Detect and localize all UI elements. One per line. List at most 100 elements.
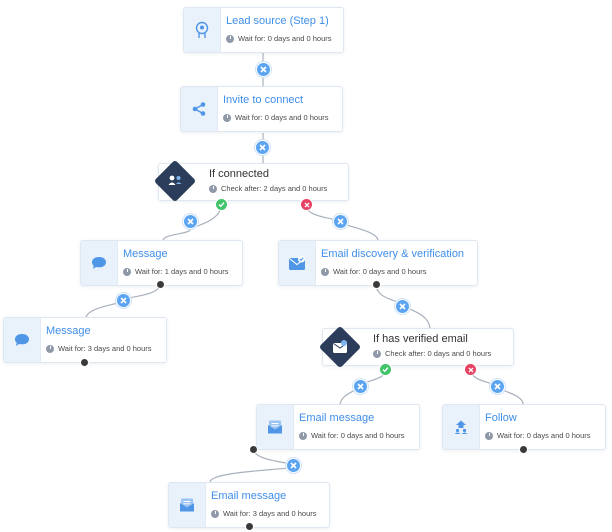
envelope-icon (268, 420, 282, 434)
check-icon (382, 367, 389, 373)
close-icon (399, 303, 406, 310)
close-icon (494, 383, 501, 390)
close-icon (260, 66, 267, 73)
step-email-message[interactable]: Email message Wait for: 0 days and 0 hou… (256, 404, 420, 450)
clock-icon (223, 113, 231, 122)
clock-icon (211, 509, 219, 518)
step-wait-text: Wait for: 3 days and 0 hours (223, 509, 317, 518)
condition-check: Check after: 2 days and 0 hours (209, 184, 327, 193)
step-title: Lead source (Step 1) (226, 15, 329, 27)
step-title: Message (46, 325, 91, 337)
remove-connection-button[interactable] (183, 214, 198, 229)
clock-icon (46, 344, 54, 353)
envelope-icon (180, 498, 194, 512)
step-title: Email discovery & verification (321, 248, 465, 260)
step-icon-box (257, 405, 294, 449)
chat-bubble-icon (15, 334, 29, 346)
chat-bubble-icon (92, 257, 106, 269)
output-connector-dot[interactable] (80, 358, 89, 367)
remove-connection-button[interactable] (490, 379, 505, 394)
check-icon (218, 202, 225, 208)
condition-title: If has verified email (373, 333, 468, 345)
output-connector-dot[interactable] (372, 280, 381, 289)
close-icon (120, 297, 127, 304)
step-icon-box (181, 87, 218, 131)
step-icon-box (184, 8, 221, 52)
clock-icon (373, 349, 381, 358)
remove-connection-button[interactable] (255, 140, 270, 155)
step-wait-text: Wait for: 3 days and 0 hours (58, 344, 152, 353)
step-wait-text: Wait for: 1 days and 0 hours (135, 267, 229, 276)
close-icon (304, 202, 309, 207)
close-icon (468, 367, 473, 372)
remove-connection-button[interactable] (353, 379, 368, 394)
clock-icon (209, 184, 217, 193)
condition-no-badge (300, 198, 313, 211)
close-icon (187, 218, 194, 225)
step-wait-text: Wait for: 0 days and 0 hours (333, 267, 427, 276)
close-icon (357, 383, 364, 390)
lead-source-icon (195, 21, 209, 38)
email-verify-icon (289, 255, 305, 270)
clock-icon (299, 431, 307, 440)
remove-connection-button[interactable] (256, 62, 271, 77)
step-wait: Wait for: 3 days and 0 hours (46, 344, 152, 353)
step-message[interactable]: Message Wait for: 1 days and 0 hours (80, 240, 243, 286)
step-follow[interactable]: Follow Wait for: 0 days and 0 hours (442, 404, 606, 450)
condition-check-text: Check after: 2 days and 0 hours (221, 184, 328, 193)
remove-connection-button[interactable] (395, 299, 410, 314)
clock-icon (123, 267, 131, 276)
step-title: Follow (485, 412, 517, 424)
step-title: Message (123, 248, 168, 260)
remove-connection-button[interactable] (333, 214, 348, 229)
step-wait: Wait for: 0 days and 0 hours (226, 34, 332, 43)
step-title: Email message (211, 490, 287, 502)
step-icon-box (169, 483, 206, 527)
remove-connection-button[interactable] (116, 293, 131, 308)
step-icon-box (443, 405, 480, 449)
condition-title: If connected (209, 168, 269, 180)
step-title: Email message (299, 412, 375, 424)
condition-check-text: Check after: 0 days and 0 hours (385, 349, 492, 358)
step-wait-text: Wait for: 0 days and 0 hours (311, 431, 405, 440)
close-icon (337, 218, 344, 225)
condition-diamond (153, 159, 197, 203)
step-wait: Wait for: 0 days and 0 hours (223, 113, 329, 122)
close-icon (290, 462, 297, 469)
step-invite-to-connect[interactable]: Invite to connect Wait for: 0 days and 0… (180, 86, 343, 132)
output-connector-dot[interactable] (156, 280, 165, 289)
output-connector-dot[interactable] (249, 445, 258, 454)
output-connector-dot[interactable] (245, 522, 254, 531)
step-title: Invite to connect (223, 94, 304, 106)
step-wait-text: Wait for: 0 days and 0 hours (235, 113, 329, 122)
condition-diamond (318, 325, 362, 369)
condition-yes-badge (215, 198, 228, 211)
clock-icon (321, 267, 329, 276)
step-icon-box (81, 241, 118, 285)
clock-icon (485, 431, 493, 440)
close-icon (259, 144, 266, 151)
step-wait: Wait for: 0 days and 0 hours (321, 267, 427, 276)
step-email-discovery[interactable]: Email discovery & verification Wait for:… (278, 240, 478, 286)
step-icon-box (4, 318, 41, 362)
connected-icon (168, 175, 182, 185)
step-wait-text: Wait for: 0 days and 0 hours (497, 431, 591, 440)
step-wait: Wait for: 0 days and 0 hours (299, 431, 405, 440)
condition-no-badge (464, 363, 477, 376)
step-wait-text: Wait for: 0 days and 0 hours (238, 34, 332, 43)
step-lead-source[interactable]: Lead source (Step 1) Wait for: 0 days an… (183, 7, 344, 53)
step-wait: Wait for: 1 days and 0 hours (123, 267, 229, 276)
step-message[interactable]: Message Wait for: 3 days and 0 hours (3, 317, 167, 363)
follow-icon (454, 420, 468, 434)
share-icon (192, 102, 206, 116)
step-icon-box (279, 241, 316, 285)
verified-email-icon (333, 340, 347, 353)
condition-check: Check after: 0 days and 0 hours (373, 349, 491, 358)
clock-icon (226, 34, 234, 43)
step-email-message[interactable]: Email message Wait for: 3 days and 0 hou… (168, 482, 330, 528)
step-wait: Wait for: 0 days and 0 hours (485, 431, 591, 440)
output-connector-dot[interactable] (519, 445, 528, 454)
condition-yes-badge (379, 363, 392, 376)
step-wait: Wait for: 3 days and 0 hours (211, 509, 317, 518)
remove-connection-button[interactable] (286, 458, 301, 473)
